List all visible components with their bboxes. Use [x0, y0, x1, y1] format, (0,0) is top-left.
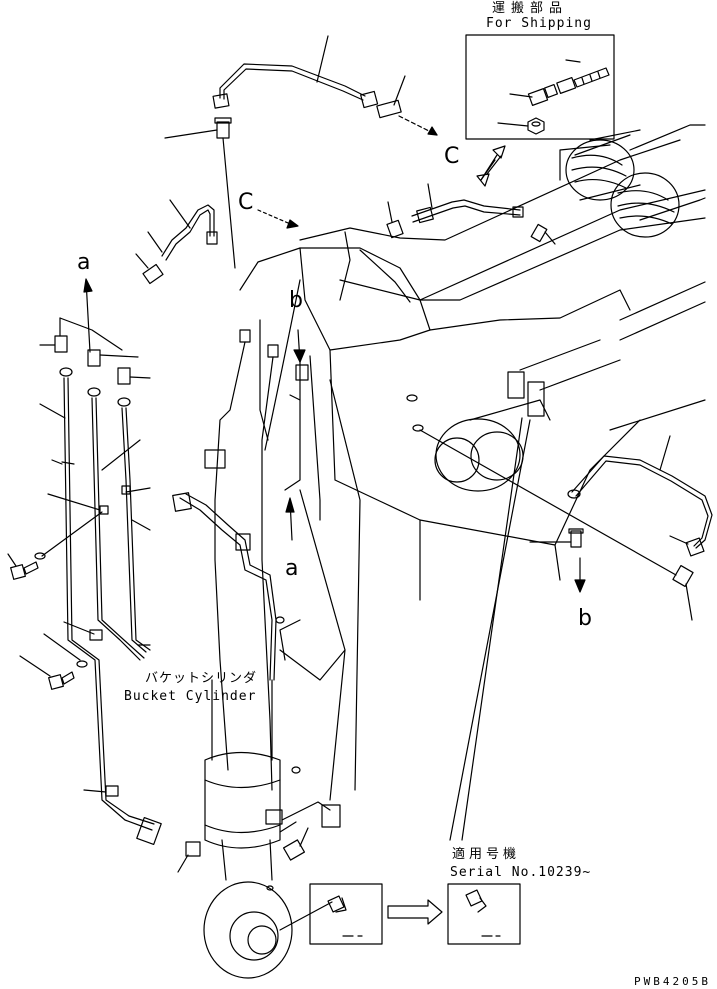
bolt-2	[20, 656, 74, 689]
serial-transition-arrow	[388, 900, 442, 924]
top-left-tee-fitting	[165, 118, 235, 268]
ref-label-b-bottom: b	[578, 606, 592, 631]
ref-arrows	[84, 279, 585, 592]
shipping-elbow-fitting	[528, 85, 557, 106]
shipping-title-en: For Shipping	[486, 16, 592, 31]
left-hose	[136, 200, 217, 284]
c-indicator	[258, 210, 298, 228]
left-tube-group	[8, 318, 161, 844]
serial-inset-right	[448, 884, 520, 944]
shipping-double-arrow	[477, 146, 505, 186]
serial-label-jp: 適用号機	[452, 847, 521, 862]
bucket-cylinder-label-en: Bucket Cylinder	[124, 689, 257, 704]
ref-label-a-bottom: a	[285, 556, 299, 581]
right-tube	[420, 430, 712, 620]
shipping-nut	[528, 118, 544, 134]
boom-body	[240, 125, 705, 840]
bucket-cylinder-body	[204, 680, 292, 978]
ref-label-b-top: b	[289, 288, 303, 313]
ref-label-c-top: C	[444, 144, 460, 169]
grease-fitting-b	[530, 529, 583, 547]
top-right-adapter	[377, 76, 405, 118]
serial-inset-left	[280, 884, 382, 944]
bolt-1	[8, 554, 38, 579]
top-tube-line	[213, 36, 378, 108]
cylinder-fittings	[178, 617, 340, 872]
upper-fittings	[387, 184, 555, 244]
arrow-to-c	[399, 116, 437, 135]
shipping-hose-fitting	[557, 68, 609, 93]
shipping-title-jp: 運搬部品	[492, 1, 569, 16]
bucket-cylinder-label-jp: バケットシリンダ	[145, 671, 258, 686]
shipping-inset-box	[466, 35, 614, 139]
drawing-code: PWB4205B	[634, 975, 711, 988]
ref-label-c-mid: C	[238, 190, 254, 215]
central-hoses	[173, 330, 308, 790]
serial-label-en: Serial No.10239~	[450, 865, 592, 880]
ref-label-a-top: a	[77, 250, 91, 275]
